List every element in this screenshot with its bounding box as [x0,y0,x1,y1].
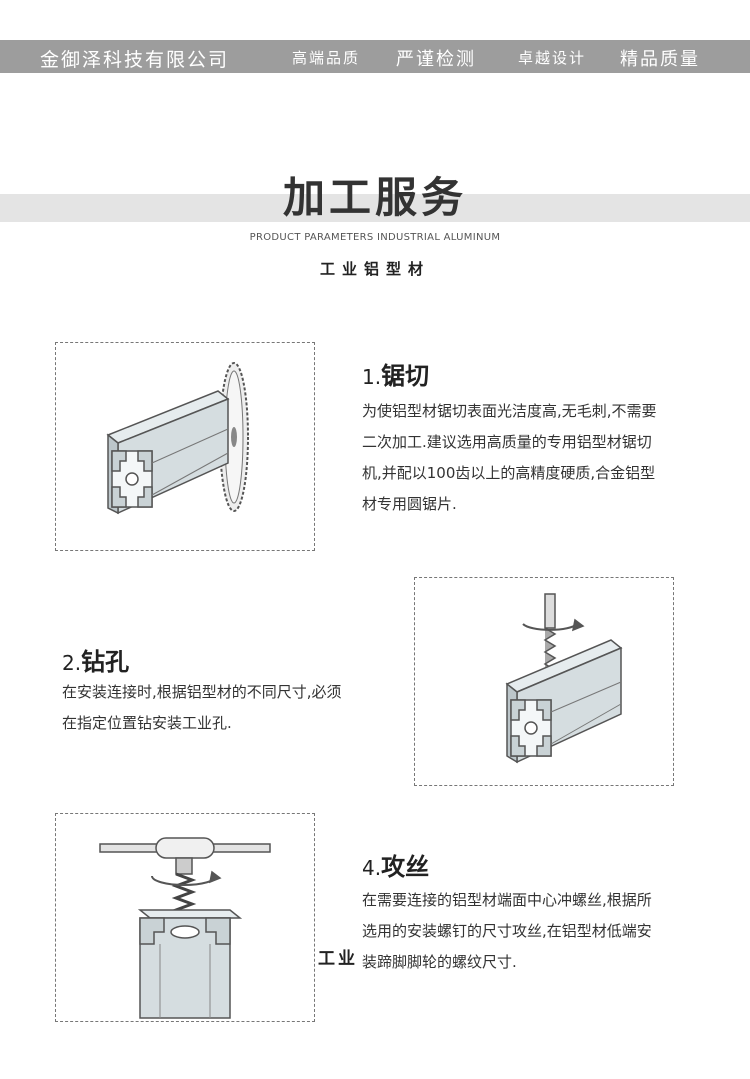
aluminum-profile [106,390,230,515]
subtitle-english: PRODUCT PARAMETERS INDUSTRIAL ALUMINUM [249,232,501,243]
company-name: 金御泽科技有限公司 [40,49,230,71]
drilling-image [414,577,674,786]
text-line: 二次加工.建议选用高质量的专用铝型材锯切 [362,433,652,451]
text-line: 选用的安装螺钉的尺寸攻丝,在铝型材低端安 [362,922,652,940]
text-line: 装蹄脚脚轮的螺纹尺寸. [362,953,517,971]
section-tapping-text: 在需要连接的铝型材端面中心冲螺丝,根据所 选用的安装螺钉的尺寸攻丝,在铝型材低端… [362,885,732,978]
tag-design: 卓越设计 [518,49,587,67]
text-line: 为使铝型材锯切表面光洁度高,无毛刺,不需要 [362,402,657,420]
stray-text-label: 工业 [318,949,358,969]
section-number: 4. [362,856,382,880]
tag-high-end: 高端品质 [292,49,361,67]
header-bar: 金御泽科技有限公司 高端品质 严谨检测 卓越设计 精品质量 [0,40,750,73]
section-number: 2. [62,651,82,675]
title-band [0,194,750,222]
section-saw-cutting-title: 1.锯切 [362,356,429,391]
section-drilling-title: 2.钻孔 [62,642,129,677]
saw-cutting-image [55,342,315,551]
section-name: 钻孔 [81,648,130,676]
saw-cutting-icon [106,362,249,515]
section-name: 锯切 [381,362,430,390]
aluminum-profile [137,909,243,1019]
text-line: 机,并配以100齿以上的高精度硬质,合金铝型 [362,464,656,482]
tapping-icon [99,837,271,1019]
aluminum-profile [505,639,623,764]
text-line: 在需要连接的铝型材端面中心冲螺丝,根据所 [362,891,652,909]
page-title: 加工服务 [282,173,467,222]
section-number: 1. [362,365,382,389]
tapping-image [55,813,315,1022]
section-tapping-title: 4.攻丝 [362,847,429,882]
tag-quality: 精品质量 [620,49,700,70]
section-name: 攻丝 [381,853,430,881]
text-line: 在安装连接时,根据铝型材的不同尺寸,必须 [62,683,342,701]
text-line: 在指定位置钻安装工业孔. [62,714,232,732]
drilling-icon [505,593,623,764]
tag-inspection: 严谨检测 [396,49,476,70]
text-line: 材专用圆锯片. [362,495,457,513]
tap-wrench [99,837,271,918]
section-saw-cutting-text: 为使铝型材锯切表面光洁度高,无毛刺,不需要 二次加工.建议选用高质量的专用铝型材… [362,396,732,520]
subtitle-chinese: 工业铝型材 [319,260,430,278]
section-drilling-text: 在安装连接时,根据铝型材的不同尺寸,必须 在指定位置钻安装工业孔. [62,677,407,739]
